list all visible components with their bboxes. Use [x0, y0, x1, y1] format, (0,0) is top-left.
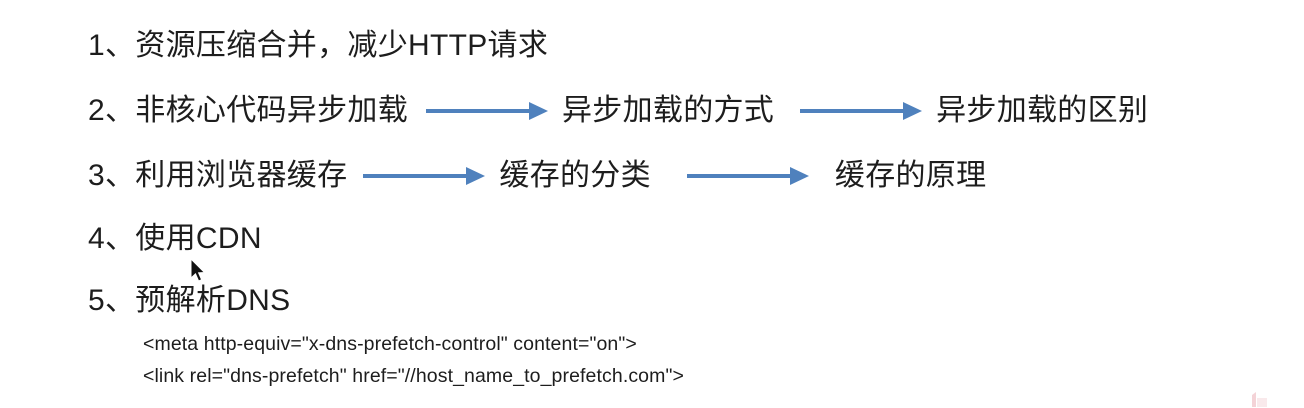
list-item: 2、 非核心代码异步加载 异步加载的方式 异步加载的区别	[88, 96, 1148, 126]
list-item-number: 5、	[88, 284, 136, 317]
arrow-right-icon	[363, 167, 486, 185]
list-item-title: 利用浏览器缓存	[135, 159, 348, 192]
list-item: 3、 利用浏览器缓存 缓存的分类 缓存的原理	[88, 161, 986, 191]
arrow-right-icon	[686, 167, 809, 185]
list-item: 4、 使用CDN	[88, 224, 262, 254]
list-item-title: 资源压缩合并，减少HTTP请求	[135, 29, 549, 62]
list-item-step: 缓存的原理	[834, 159, 987, 192]
list-item-number: 1、	[88, 29, 136, 62]
list-item: 1、 资源压缩合并，减少HTTP请求	[88, 31, 548, 61]
arrow-right-icon	[426, 102, 548, 120]
code-line-link: <link rel="dns-prefetch" href="//host_na…	[143, 365, 684, 387]
list-item-step: 缓存的分类	[499, 159, 651, 192]
arrow-right-icon	[800, 102, 923, 120]
list-item-number: 3、	[88, 159, 136, 192]
list-item-title: 预解析DNS	[135, 284, 291, 317]
code-line-meta: <meta http-equiv="x-dns-prefetch-control…	[143, 333, 637, 355]
corner-watermark-icon	[1252, 392, 1267, 407]
list-item-number: 4、	[88, 222, 136, 255]
list-item-title: 非核心代码异步加载	[135, 94, 408, 127]
list-item: 5、 预解析DNS	[88, 286, 290, 316]
list-item-title: 使用CDN	[135, 222, 262, 255]
list-item-number: 2、	[88, 94, 136, 127]
list-item-step: 异步加载的方式	[562, 94, 775, 127]
list-item-step: 异步加载的区别	[936, 94, 1149, 127]
mouse-cursor-icon	[190, 258, 206, 282]
